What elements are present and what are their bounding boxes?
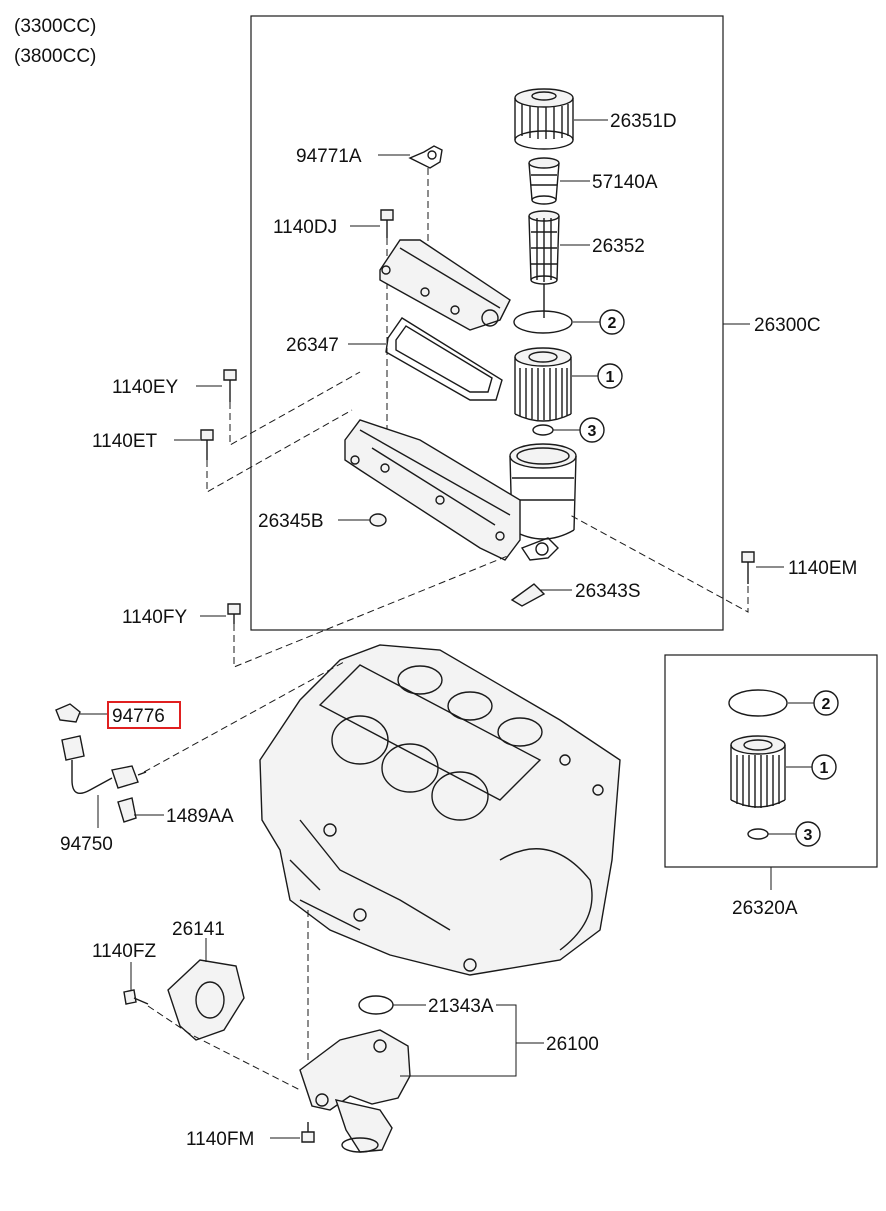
oil-pump-26100-part[interactable]	[299, 1029, 411, 1153]
kit-filter-cartridge[interactable]	[730, 735, 786, 808]
check-valve-part[interactable]	[528, 157, 560, 205]
label-26347[interactable]: 26347	[286, 335, 339, 356]
oil-filter-cartridge[interactable]	[514, 347, 572, 422]
oil-cooler-housing-part[interactable]	[344, 419, 521, 561]
kit-callout-3: 3	[804, 827, 813, 844]
callout-3-circle	[579, 417, 605, 443]
kit-callout-3-circle	[795, 821, 821, 847]
label-26351D[interactable]: 26351D	[610, 111, 677, 132]
kit-o-ring-small[interactable]	[747, 828, 769, 840]
kit-o-ring-large[interactable]	[728, 689, 788, 717]
kit-callout-2: 2	[822, 696, 831, 713]
bolt-1140EM-part[interactable]	[741, 551, 755, 584]
label-26100[interactable]: 26100	[546, 1034, 599, 1055]
o-ring-large[interactable]	[513, 310, 573, 334]
callout-1-circle	[597, 363, 623, 389]
cooler-cover-part[interactable]	[379, 239, 511, 331]
bracket-94776-part[interactable]	[55, 703, 81, 723]
label-94750[interactable]: 94750	[60, 834, 113, 855]
label-57140A[interactable]: 57140A	[592, 172, 658, 193]
label-1140EM[interactable]: 1140EM	[788, 558, 857, 579]
callout-1: 1	[606, 369, 615, 386]
callout-2: 2	[608, 315, 617, 332]
bolt-1140FY-part[interactable]	[227, 603, 241, 624]
cover-26141-part[interactable]	[167, 959, 245, 1041]
strainer-26343S-part[interactable]	[510, 583, 546, 607]
label-1140FM[interactable]: 1140FM	[186, 1129, 254, 1150]
oil-pressure-sensor-part[interactable]	[61, 735, 147, 794]
bolt-1140FM-part[interactable]	[301, 1122, 315, 1143]
label-1140FZ[interactable]: 1140FZ	[92, 941, 156, 962]
label-21343A[interactable]: 21343A	[428, 996, 494, 1017]
label-1489AA[interactable]: 1489AA	[166, 806, 234, 827]
assembly-box-26320A	[664, 654, 878, 868]
label-94771A[interactable]: 94771A	[296, 146, 362, 167]
kit-callout-2-circle	[813, 690, 839, 716]
engine-variant-3300: (3300CC)	[14, 16, 96, 37]
label-94776[interactable]: 94776	[112, 706, 165, 727]
filter-element-26352-part[interactable]	[528, 210, 560, 318]
gasket-26347-part[interactable]	[385, 317, 503, 401]
bolt-1140FZ-part[interactable]	[123, 989, 149, 1005]
label-1140EY[interactable]: 1140EY	[112, 377, 179, 398]
label-1140ET[interactable]: 1140ET	[92, 431, 158, 452]
plug-26345B-part[interactable]	[369, 513, 387, 527]
label-1140FY[interactable]: 1140FY	[122, 607, 187, 628]
kit-callout-1: 1	[820, 760, 829, 777]
label-26343S[interactable]: 26343S	[575, 581, 641, 602]
highlight-94776	[107, 701, 181, 729]
label-26352[interactable]: 26352	[592, 236, 645, 257]
bolt-1140DJ-part[interactable]	[380, 209, 394, 238]
assembly-box-26300C	[250, 15, 724, 631]
label-26320A[interactable]: 26320A	[732, 898, 798, 919]
callout-2-circle	[599, 309, 625, 335]
engine-block-part	[259, 644, 621, 976]
label-1140DJ[interactable]: 1140DJ	[273, 217, 337, 238]
kit-callout-1-circle	[811, 754, 837, 780]
bolt-1140EY-part[interactable]	[223, 369, 237, 402]
bolt-1140ET-part[interactable]	[200, 429, 214, 460]
label-26345B[interactable]: 26345B	[258, 511, 324, 532]
o-ring-small[interactable]	[532, 424, 554, 436]
clip-1489AA-part[interactable]	[117, 797, 137, 823]
engine-variant-3800: (3800CC)	[14, 46, 96, 67]
label-26141[interactable]: 26141	[172, 919, 225, 940]
callout-3: 3	[588, 423, 597, 440]
filter-cap-part[interactable]	[514, 88, 574, 150]
label-26300C[interactable]: 26300C	[754, 315, 821, 336]
gasket-21343A-part[interactable]	[358, 995, 394, 1015]
bracket-94771A-part[interactable]	[408, 145, 443, 169]
